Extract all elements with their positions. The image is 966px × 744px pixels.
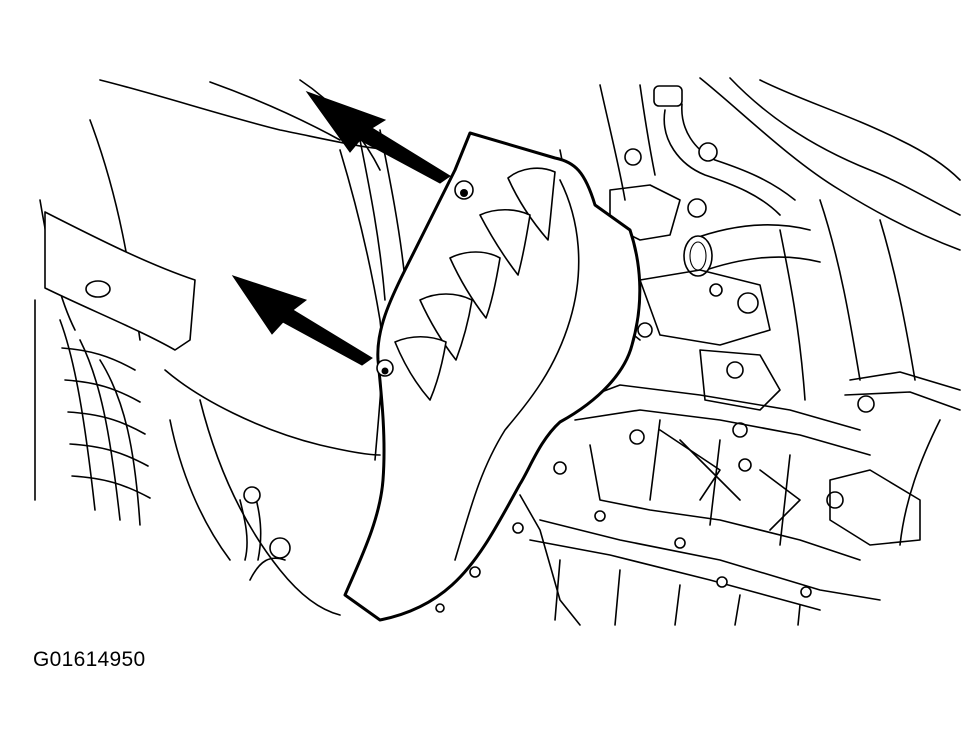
heat-shield	[343, 131, 642, 622]
bracket-hole	[85, 280, 111, 298]
hose-clamp	[683, 235, 713, 277]
figure-id-label: G01614950	[33, 648, 146, 671]
pointer-arrow-upper	[305, 90, 451, 184]
pointer-arrow-lower	[231, 275, 373, 366]
engine-block-background	[435, 77, 961, 626]
bolt-group	[553, 142, 875, 509]
shield-bolt-upper	[454, 180, 474, 200]
engine-cover-left	[34, 79, 401, 616]
shield-bolt-lower	[376, 359, 394, 377]
heat-shield-fins	[394, 167, 556, 401]
pipe-fitting-nut	[653, 85, 683, 107]
